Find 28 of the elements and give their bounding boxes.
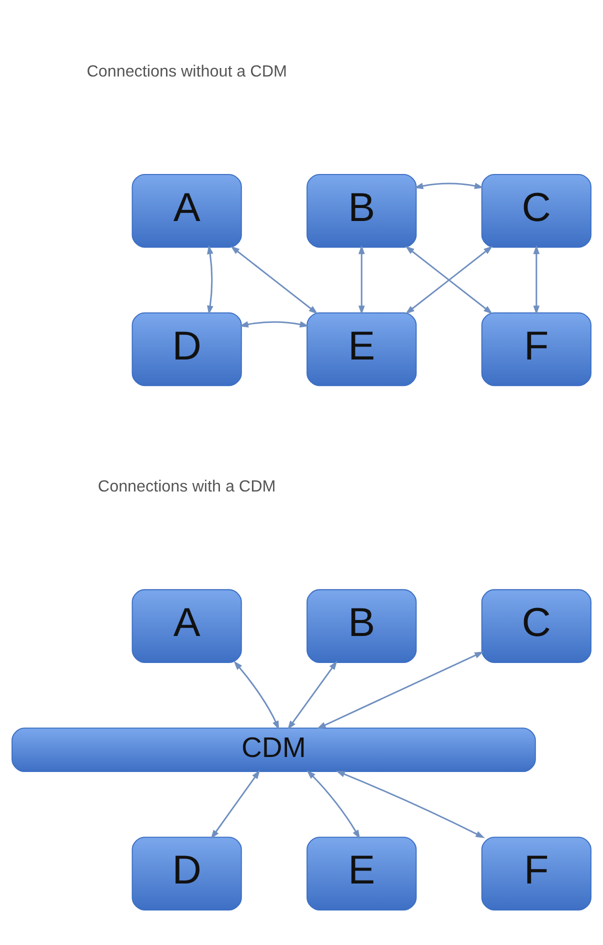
arrow — [405, 245, 493, 314]
arrow — [207, 244, 214, 314]
arrow — [287, 660, 338, 730]
node-box: D — [132, 836, 242, 910]
label: Connections with a CDM — [98, 476, 276, 495]
arrow — [239, 320, 309, 327]
node-box: A — [132, 173, 242, 248]
arrow — [230, 245, 318, 314]
arrow — [533, 244, 540, 314]
node-box: F — [481, 312, 592, 386]
node-box: B — [306, 588, 417, 662]
node-box: C — [481, 588, 592, 662]
node-box: E — [306, 312, 417, 386]
arrow — [306, 770, 360, 839]
node-box: C — [481, 173, 592, 248]
label: Connections without a CDM — [86, 62, 287, 80]
node-box: D — [132, 312, 242, 386]
arrow — [316, 650, 484, 728]
node-box: A — [132, 588, 242, 662]
arrow — [358, 244, 365, 314]
arrow — [234, 660, 280, 730]
arrow — [336, 770, 485, 838]
node-box: B — [306, 173, 417, 248]
node-box: CDM — [12, 727, 536, 772]
node-box: E — [306, 836, 417, 910]
arrow — [210, 769, 260, 839]
arrow — [414, 182, 484, 189]
node-box: F — [481, 836, 592, 910]
